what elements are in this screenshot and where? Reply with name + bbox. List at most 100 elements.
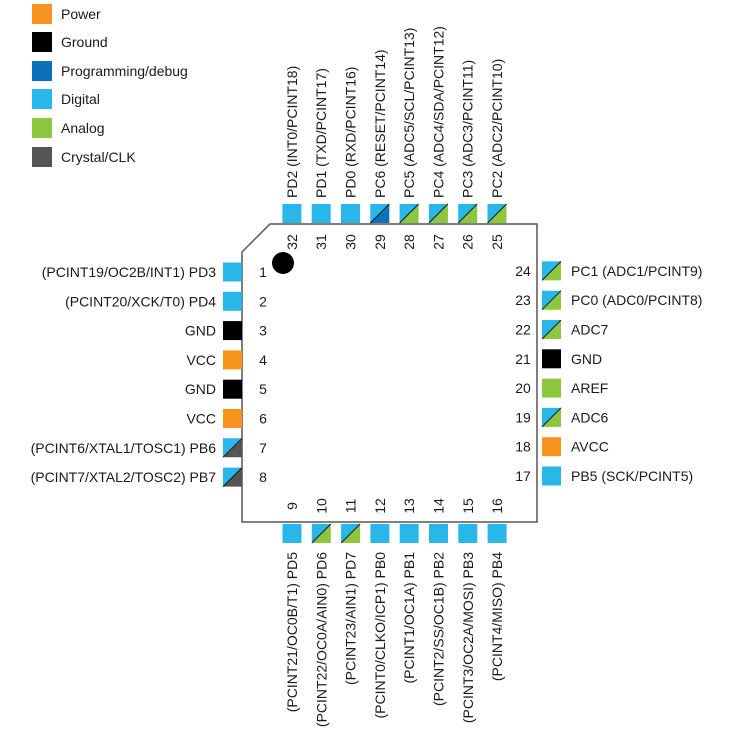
pin-number: 28: [401, 234, 417, 250]
pin-14: 14(PCINT2/SS/OC1B) PB2: [429, 498, 448, 706]
pin-10: 10(PCINT22/OC0A/AIN0) PD6: [311, 498, 332, 727]
legend-swatch-digital: [32, 89, 52, 109]
pin-number: 29: [372, 234, 388, 250]
pin-9: 9 (PCINT21/OC0B/T1) PD5: [282, 502, 302, 712]
pin-17: 17 PB5 (SCK/PCINT5): [515, 466, 693, 486]
pin-pad: [542, 349, 561, 369]
pin-label: PD0 (RXD/PCINT16): [343, 67, 359, 198]
pin-number: 21: [515, 351, 531, 367]
pin-label: (PCINT21/OC0B/T1) PD5: [284, 552, 300, 712]
pin-pad: [282, 524, 302, 543]
legend-label: Programming/debug: [61, 63, 188, 79]
pin-number: 2: [259, 293, 267, 309]
pin-pad: [541, 319, 562, 340]
pin-pad: [223, 262, 242, 282]
pin-11: 11(PCINT23/AIN1) PD7: [340, 499, 361, 685]
legend-swatch-prog: [32, 61, 52, 81]
legend-item-digital: Digital: [32, 89, 100, 109]
pin-number: 17: [515, 468, 531, 484]
pin-label: PB5 (SCK/PCINT5): [571, 468, 693, 484]
pin-number: 4: [259, 352, 267, 368]
pin-pad: [487, 524, 507, 543]
pin-number: 31: [313, 234, 329, 250]
legend-swatch-clk: [32, 147, 52, 167]
pin-label: GND: [571, 351, 602, 367]
pin-label: AVCC: [571, 439, 609, 455]
pin-number: 30: [343, 234, 359, 250]
pin-pad: [340, 523, 361, 544]
pin-number: 20: [515, 380, 531, 396]
pin-pad: [370, 524, 390, 543]
pin-label: PC6 (RESET/PCINT14): [372, 49, 388, 198]
legend-label: Power: [61, 6, 101, 22]
pin-number: 14: [431, 498, 447, 514]
pin-pad: [541, 261, 562, 281]
pin-5: 5 GND: [185, 379, 267, 399]
pin-label: PC0 (ADC0/PCINT8): [571, 292, 702, 308]
pin-30: 30 PD0 (RXD/PCINT16): [341, 67, 360, 250]
pin-label: (PCINT4/MISO) PB4: [489, 552, 505, 681]
pin-label: PC3 (ADC3/PCINT11): [460, 60, 476, 198]
legend-item-ground: Ground: [32, 32, 108, 52]
pin-3: 3 GND: [185, 321, 267, 341]
pin-pad: [369, 203, 390, 224]
pin-number: 15: [460, 498, 476, 514]
pin-label: (PCINT19/OC2B/INT1) PD3: [42, 264, 216, 280]
pin-12: 12 (PCINT0/CLKO/ICP1) PB0: [370, 498, 390, 719]
pin-21: 21 GND: [515, 349, 602, 369]
pin-number: 6: [259, 411, 267, 427]
pin-16: 16(PCINT4/MISO) PB4: [487, 498, 507, 681]
pin-number: 11: [343, 499, 359, 514]
pin-label: (PCINT0/CLKO/ICP1) PB0: [372, 552, 388, 719]
pin-label: VCC: [186, 411, 216, 427]
pin-number: 22: [515, 322, 531, 338]
pin-pad: [428, 203, 449, 224]
pin-label: ADC6: [571, 409, 609, 425]
pin-number: 27: [430, 234, 446, 250]
pin-pad: [542, 466, 561, 486]
pin-label: PC1 (ADC1/PCINT9): [571, 263, 702, 279]
pin-7: 7(PCINT6/XTAL1/TOSC1) PB6: [31, 437, 267, 458]
pin-number: 25: [489, 234, 505, 250]
pin-pad: [311, 523, 332, 544]
legend: PowerGroundProgramming/debugDigitalAnalo…: [32, 4, 188, 167]
pin-number: 3: [259, 323, 267, 339]
pins: 1 (PCINT19/OC2B/INT1) PD3 2 (PCINT20/XCK/T0…: [31, 26, 703, 727]
legend-swatch-ground: [32, 32, 52, 52]
pin-label: ADC7: [571, 322, 609, 338]
pin-pad: [542, 378, 561, 398]
pin-label: GND: [185, 381, 216, 397]
pin-number: 12: [372, 498, 388, 514]
legend-label: Analog: [61, 120, 105, 136]
pin-2: 2 (PCINT20/XCK/T0) PD4: [65, 291, 267, 311]
pin-label: PD1 (TXD/PCINT17): [313, 68, 329, 198]
pin-label: (PCINT20/XCK/T0) PD4: [65, 293, 216, 309]
pin-number: 26: [460, 234, 476, 250]
pin-6: 6 VCC: [186, 409, 267, 428]
pin-number: 10: [313, 498, 329, 514]
pin-pad: [282, 204, 302, 223]
pin-26: 26 PC3 (ADC3/PCINT11): [457, 60, 478, 250]
pin-31: 31 PD1 (TXD/PCINT17): [311, 68, 331, 250]
pin-pad: [341, 204, 360, 223]
legend-label: Ground: [61, 34, 108, 50]
pin-pad: [458, 524, 478, 543]
pin-number: 1: [259, 264, 267, 280]
pin-pad: [541, 290, 562, 311]
pin-label: AREF: [571, 380, 608, 396]
pin-label: (PCINT7/XTAL2/TOSC2) PB7: [31, 469, 217, 485]
pin-number: 5: [259, 381, 267, 397]
pin-label: (PCINT1/OC1A) PB1: [401, 552, 417, 684]
pin-pad: [222, 437, 243, 458]
pin-number: 9: [284, 502, 300, 510]
legend-item-power: Power: [32, 4, 101, 24]
pin-label: GND: [185, 323, 216, 339]
